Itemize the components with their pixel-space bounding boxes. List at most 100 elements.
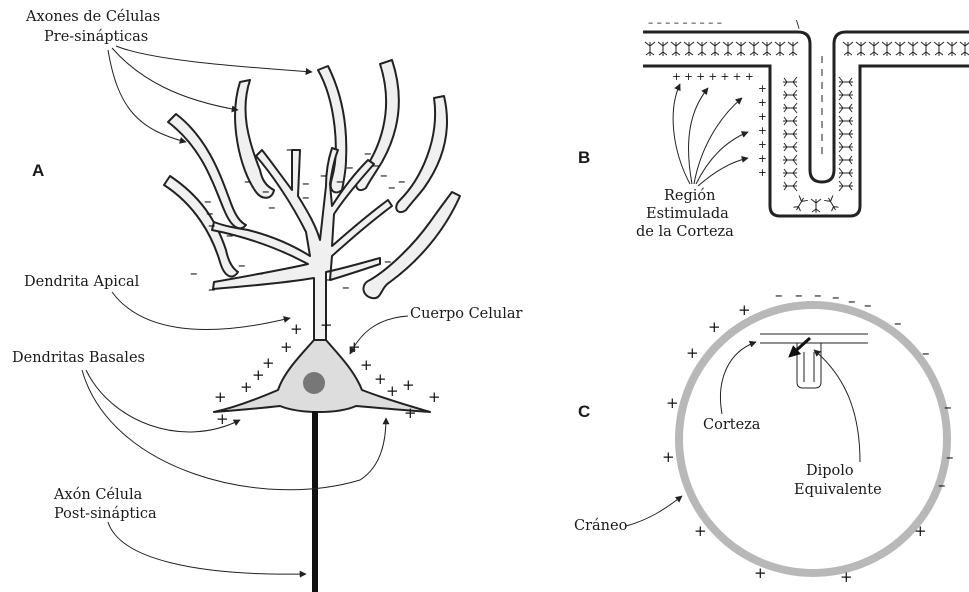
label-basal-dendrites: Dendritas Basales — [12, 350, 145, 366]
cortical-neuron-glyph — [783, 142, 797, 152]
pos-charge: + — [708, 318, 721, 336]
neg-charge: – — [286, 140, 294, 158]
cortical-neuron-glyph — [839, 116, 853, 126]
arrow — [112, 48, 238, 110]
pos-charge: + — [386, 382, 399, 400]
cortical-neuron-glyph — [843, 42, 853, 56]
label-stimulated-region-line2: Estimulada — [646, 206, 729, 222]
pos-charge: + — [686, 344, 699, 362]
neg-charge: – — [795, 286, 803, 304]
pos-charge: + — [758, 83, 767, 95]
cortical-neuron-glyph — [783, 155, 797, 165]
cortical-neuron-glyph — [856, 42, 866, 56]
cortical-neuron-glyph — [839, 90, 853, 100]
pos-charge: + — [914, 522, 927, 540]
cortical-neuron-glyph — [783, 129, 797, 139]
pos-charge: + — [738, 301, 751, 319]
arrow — [116, 46, 312, 72]
pos-charge: + — [758, 167, 767, 179]
pos-charge-row: + + + + + + + — [672, 71, 754, 83]
cortical-neuron-glyph — [792, 195, 808, 212]
cortical-neuron-glyph — [783, 77, 797, 87]
neg-charge: – — [268, 198, 276, 216]
neg-charge: – — [384, 252, 392, 270]
panel-c: C – – – – – – – – – – – + + + + + — [574, 286, 954, 586]
panel-b-letter: B — [578, 148, 590, 167]
arrow — [108, 522, 306, 574]
neg-charge: – — [238, 256, 246, 274]
pos-charge: + — [214, 388, 227, 406]
arrows-b — [673, 84, 748, 186]
cortical-neuron-glyph — [921, 42, 931, 56]
cortical-neuron-glyph — [783, 90, 797, 100]
neg-charge: – — [938, 476, 946, 494]
cortical-neuron-glyph — [960, 42, 969, 56]
neg-charge: – — [775, 286, 783, 304]
pos-charge: + — [402, 376, 415, 394]
cortical-neuron-glyph — [839, 142, 853, 152]
cortical-neuron-glyph — [736, 42, 746, 56]
cortical-neuron-glyph — [839, 129, 853, 139]
skull-outline — [679, 305, 947, 573]
pos-charge: + — [428, 388, 441, 406]
label-presynaptic-axons-line1: Axones de Células — [25, 9, 160, 25]
arrow — [698, 158, 748, 186]
pos-charge: + — [320, 316, 333, 334]
label-cortex: Corteza — [703, 417, 761, 433]
neg-charge: – — [894, 314, 902, 332]
label-postsynaptic-axon-line2: Post-sináptica — [54, 506, 157, 522]
pos-charge: + — [694, 522, 707, 540]
pos-charge: + — [758, 97, 767, 109]
charges-c: – – – – – – – – – – – + + + + + + + + + — [662, 286, 954, 586]
neg-charge-row: – – – – – – – – – — [648, 17, 722, 29]
pos-charge: + — [758, 139, 767, 151]
pos-charge: + — [758, 125, 767, 137]
cortex-fold-small — [760, 334, 868, 388]
neg-charge: – — [320, 166, 328, 184]
cortical-neuron-glyph — [947, 42, 957, 56]
pos-charge: + — [360, 356, 373, 374]
cortical-neuron-glyph — [783, 116, 797, 126]
neg-charge: – — [326, 270, 334, 288]
cortical-neuron-glyph — [697, 42, 707, 56]
neg-charge: – — [380, 166, 388, 184]
neg-charge: – — [814, 286, 822, 304]
cortical-neuron-glyph — [783, 181, 797, 191]
arrow — [720, 342, 756, 414]
neg-charge: – — [388, 178, 396, 196]
cortical-neuron-glyph — [723, 42, 733, 56]
cortical-neuron-glyph — [762, 42, 772, 56]
label-dipole-line1: Dipolo — [806, 463, 854, 479]
neg-charge: – — [364, 144, 372, 162]
cortical-neuron-glyph — [839, 168, 853, 178]
neg-charge: – — [226, 226, 234, 244]
panel-a-letter: A — [32, 161, 44, 180]
neuron — [212, 148, 430, 592]
neg-charge: – — [190, 264, 198, 282]
pos-charge: + — [662, 448, 675, 466]
pos-charge: + — [404, 404, 417, 422]
cortical-neuron-glyph — [908, 42, 918, 56]
neg-charge: – — [372, 156, 380, 174]
pos-charge: + — [240, 378, 253, 396]
cortical-neuron-glyph — [783, 103, 797, 113]
cortical-neuron-glyph — [839, 103, 853, 113]
neg-charge: – — [302, 188, 310, 206]
neg-charge: – — [944, 398, 952, 416]
cortical-neuron-glyph — [684, 42, 694, 56]
cortical-neuron-glyph — [869, 42, 879, 56]
arrow — [112, 292, 290, 330]
cortical-neuron-glyph — [895, 42, 905, 56]
neg-charge: – — [922, 344, 930, 362]
neg-charge: – — [208, 216, 216, 234]
cortical-neuron-glyph — [839, 77, 853, 87]
dipole-arrow — [790, 338, 810, 356]
panel-a: A – – – – – – – – – — [12, 9, 523, 592]
neg-charge: – — [244, 172, 252, 190]
charges-b: – – – – – – – – – + + + + + + + + + + + … — [648, 17, 800, 179]
arrow — [696, 132, 748, 184]
pos-charge: + — [374, 370, 387, 388]
label-stimulated-region-line1: Región — [664, 188, 716, 204]
arrows-c — [626, 342, 860, 526]
cortical-neuron-glyph — [775, 42, 785, 56]
